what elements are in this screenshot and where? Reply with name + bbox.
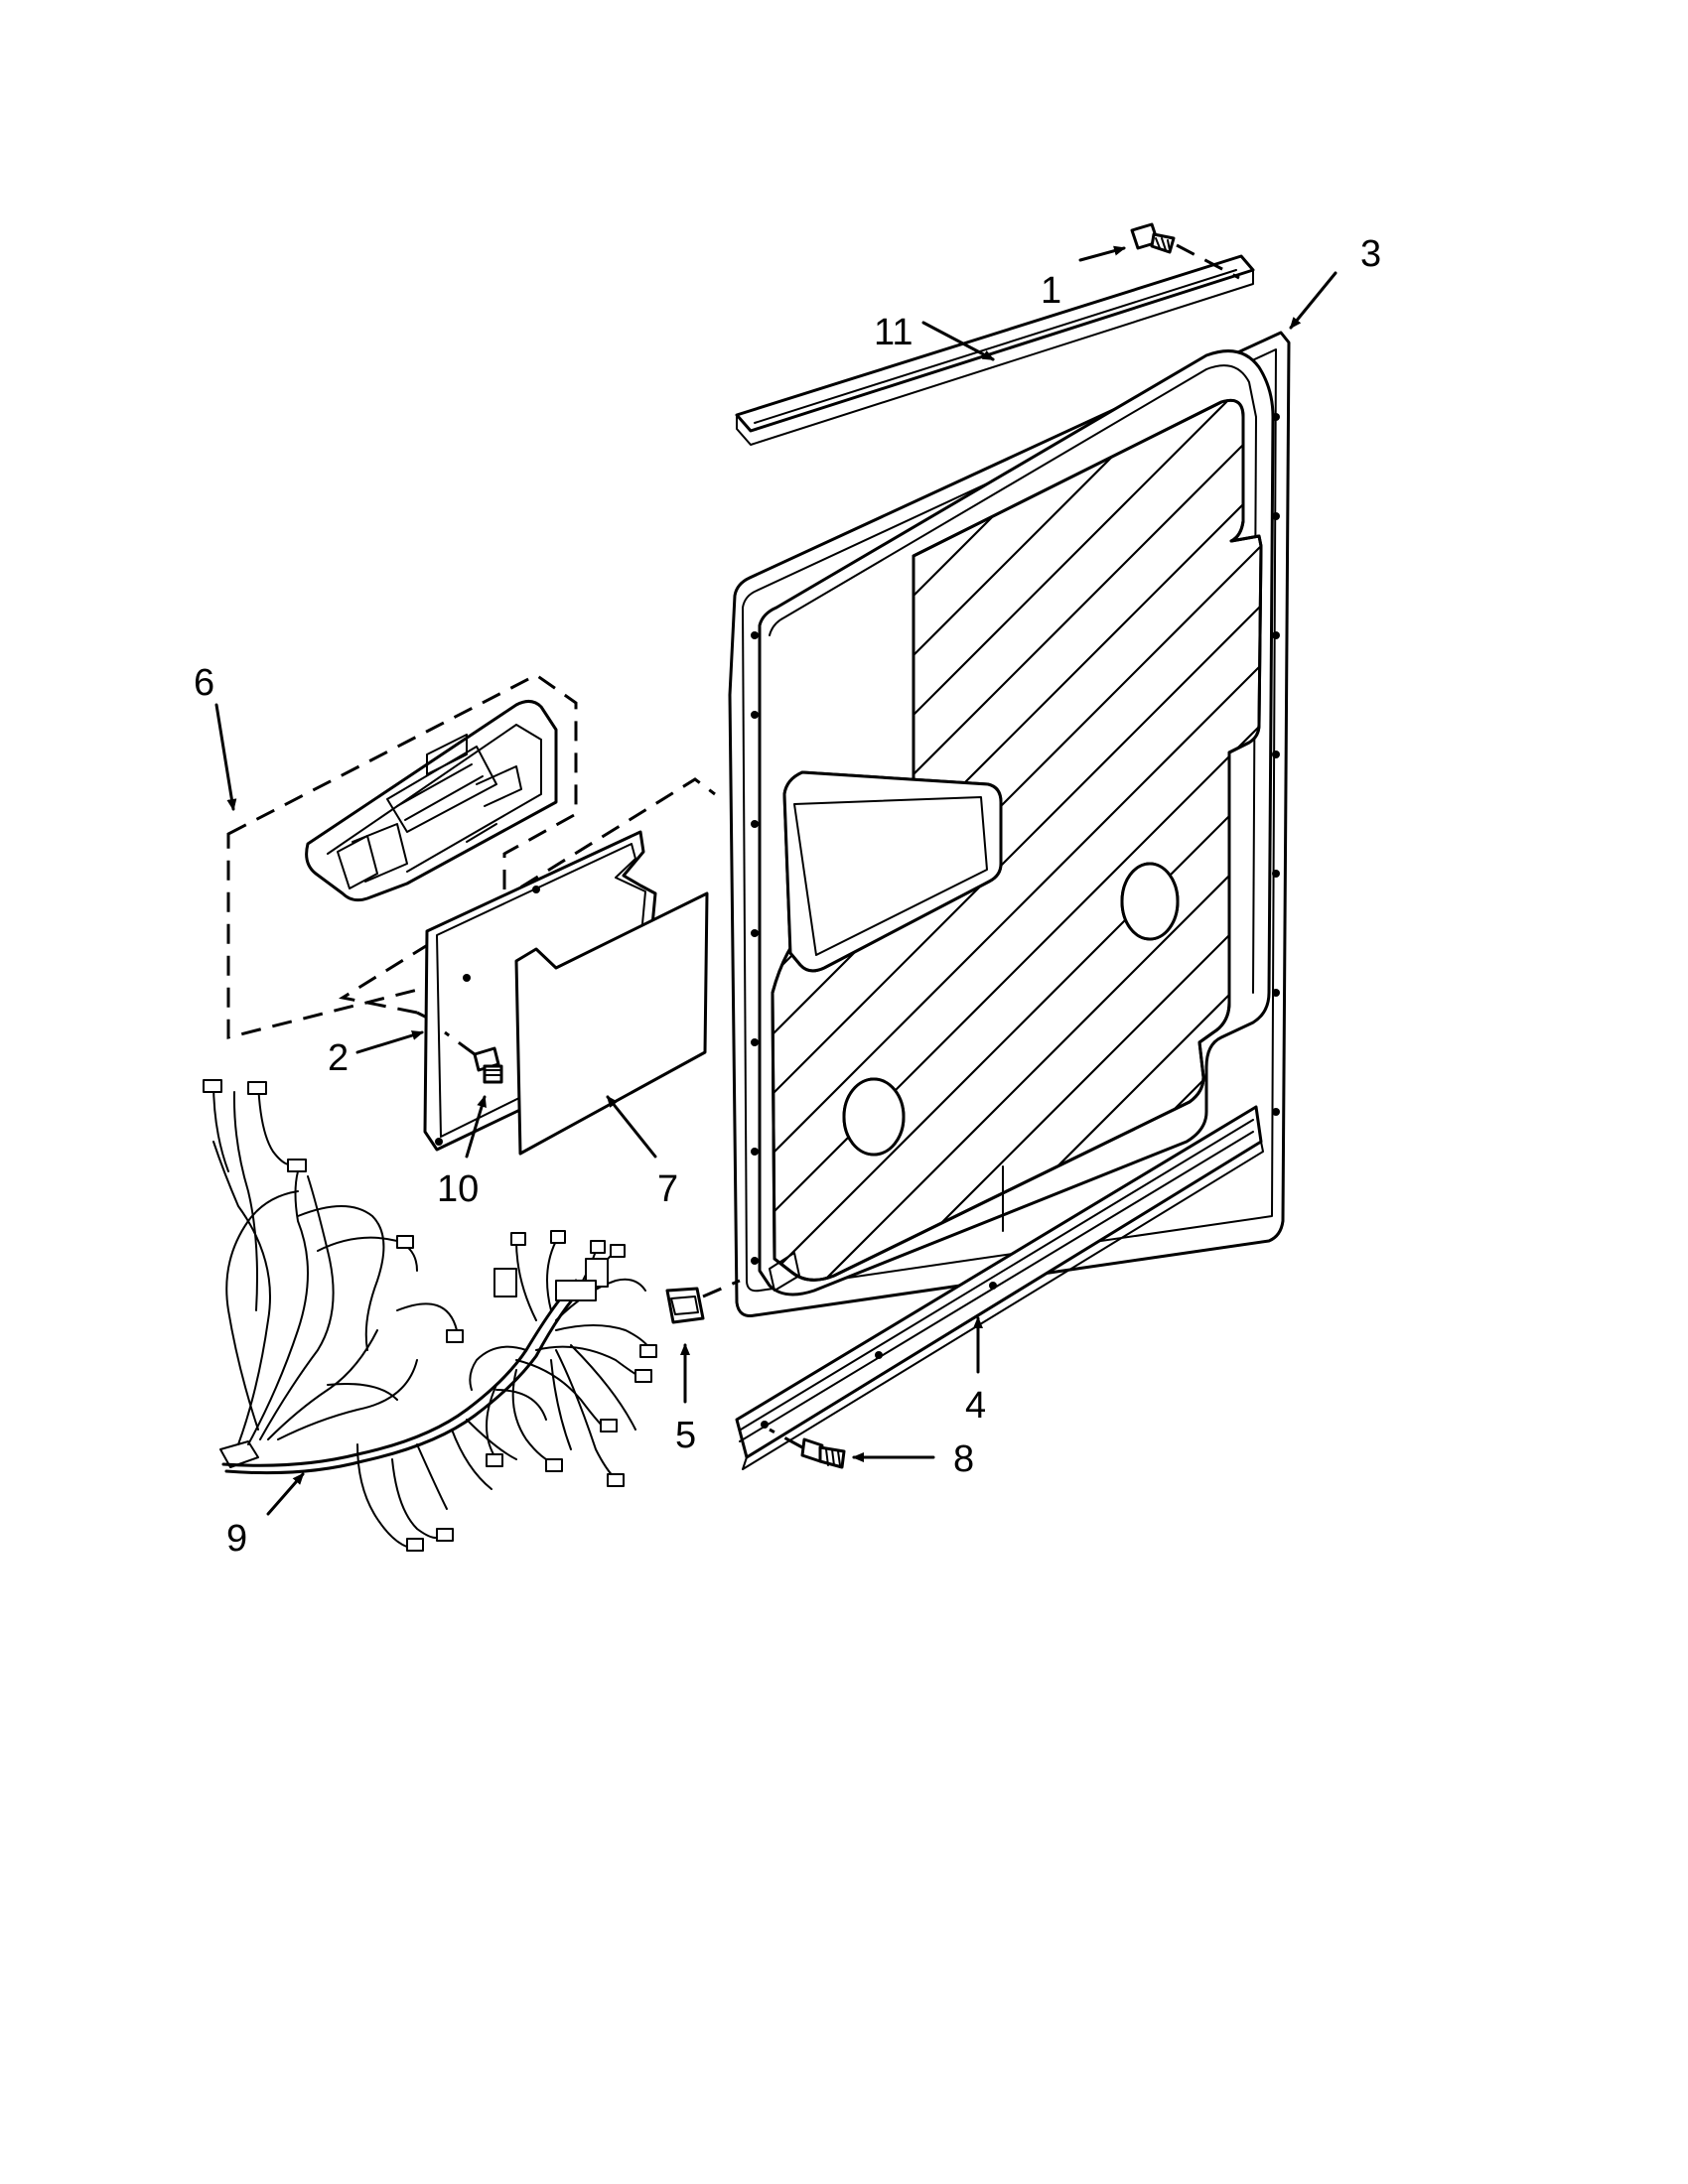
bottom-screw <box>800 1437 846 1469</box>
top-screw <box>1130 222 1176 254</box>
callout-1: 1 <box>1041 270 1061 312</box>
callout-8: 8 <box>953 1438 974 1480</box>
callout-4: 4 <box>965 1385 986 1427</box>
callout-5: 5 <box>675 1415 696 1456</box>
gasket-screw <box>473 1046 503 1084</box>
callout-9: 9 <box>226 1518 247 1560</box>
circuit-board <box>514 891 709 1156</box>
callout-2: 2 <box>328 1037 349 1079</box>
callout-6: 6 <box>194 662 214 704</box>
top-trim-strip <box>735 254 1255 446</box>
rim-screw-holes <box>751 413 1280 1265</box>
callout-7: 7 <box>657 1168 678 1210</box>
callout-3: 3 <box>1360 233 1381 275</box>
door-clip <box>665 1287 705 1324</box>
callout-10: 10 <box>437 1168 479 1210</box>
callout-11: 11 <box>874 312 913 353</box>
bottom-trim-strip <box>735 1105 1264 1470</box>
wire-harness <box>203 1079 657 1552</box>
callout-labels: 1 11 3 6 2 7 10 5 4 8 9 <box>194 233 1381 1560</box>
leader-lines <box>214 245 1337 1516</box>
control-module <box>305 700 558 902</box>
